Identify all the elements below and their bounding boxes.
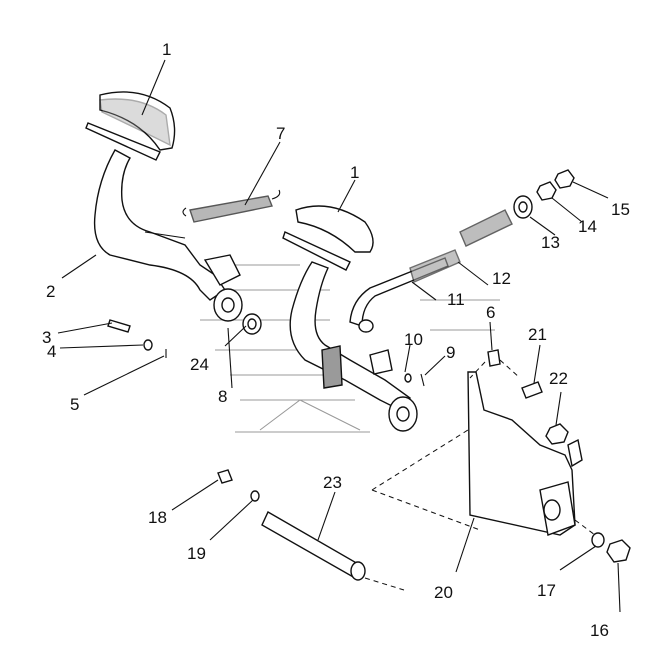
label-14: 14 <box>578 217 597 236</box>
mounting-bracket-20 <box>467 371 583 536</box>
label-9: 9 <box>446 343 455 362</box>
label-2: 2 <box>46 282 55 301</box>
callout-labels: 1 1 2 3 4 5 6 7 8 9 10 11 12 13 14 15 16… <box>42 40 630 640</box>
label-17: 17 <box>537 581 556 600</box>
label-10: 10 <box>404 330 423 349</box>
label-4: 4 <box>47 342 56 361</box>
label-8: 8 <box>218 387 227 406</box>
assembly-lines <box>364 359 596 591</box>
label-7: 7 <box>276 124 285 143</box>
background-ghost-lines <box>200 264 500 433</box>
nut-16-washer-17 <box>591 532 631 563</box>
label-15: 15 <box>611 200 630 219</box>
label-20: 20 <box>434 583 453 602</box>
pin-9-10 <box>404 373 425 387</box>
clutch-pedal-right <box>282 205 418 432</box>
label-16: 16 <box>590 621 609 640</box>
spring-12 <box>459 209 513 247</box>
label-1-left: 1 <box>162 40 171 59</box>
label-11: 11 <box>447 290 465 309</box>
clevis-pin-set <box>107 319 167 358</box>
label-19: 19 <box>187 544 206 563</box>
pedal-shaft-23 <box>261 511 366 581</box>
label-23: 23 <box>323 473 342 492</box>
label-5: 5 <box>70 395 79 414</box>
bolt-18-washer-19 <box>217 469 260 502</box>
label-3: 3 <box>42 328 51 347</box>
return-spring-7 <box>182 189 281 223</box>
label-1-right: 1 <box>350 163 359 182</box>
leader-lines <box>57 59 621 613</box>
label-13: 13 <box>541 233 560 252</box>
label-24: 24 <box>190 355 209 374</box>
bracket-fasteners <box>487 349 569 445</box>
pull-rod-11 <box>349 249 461 333</box>
label-22: 22 <box>549 369 568 388</box>
nut-washer-stack <box>513 169 575 219</box>
label-12: 12 <box>492 269 511 288</box>
label-6: 6 <box>486 303 495 322</box>
label-18: 18 <box>148 508 167 527</box>
bushing-24 <box>242 313 262 335</box>
brake-pedal-left <box>85 91 243 322</box>
label-21: 21 <box>528 325 547 344</box>
